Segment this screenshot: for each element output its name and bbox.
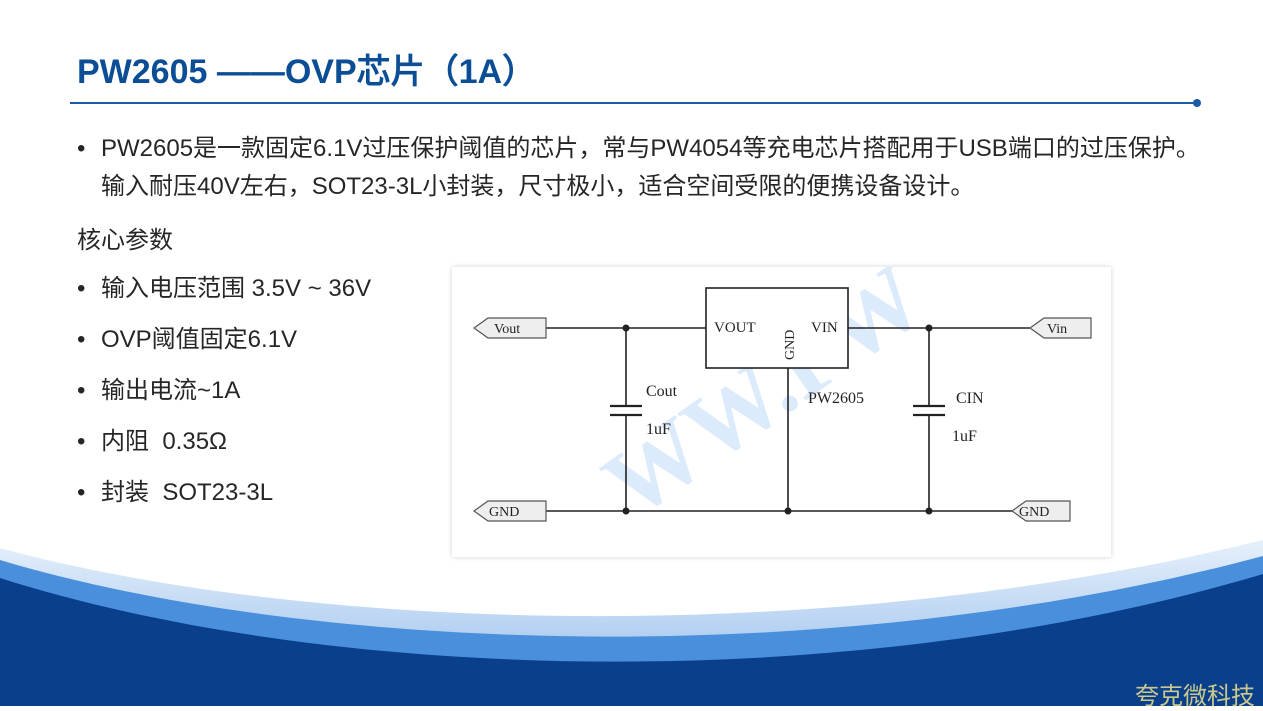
param-text: 输入电压范围 3.5V ~ 36V	[101, 275, 372, 302]
cout-value-label: 1uF	[646, 421, 671, 438]
param-list: • 输入电压范围 3.5V ~ 36V • OVP阈值固定6.1V • 输出电流~1A…	[77, 272, 371, 527]
cin-name-label: CIN	[956, 390, 984, 407]
page-title: PW2605 ——OVP芯片（1A）	[77, 53, 537, 91]
bullet-marker: •	[77, 479, 86, 506]
vout-port: Vout	[472, 317, 547, 339]
intro-text: PW2605是一款固定6.1V过压保护阈值的芯片，常与PW4054等充电芯片搭配…	[101, 135, 1200, 200]
vin-port: Vin	[1028, 317, 1092, 339]
gnd-left-label: GND	[489, 505, 519, 520]
bullet-marker: •	[77, 275, 86, 302]
param-item: • 输入电压范围 3.5V ~ 36V	[77, 272, 371, 323]
vout-port-label: Vout	[494, 322, 520, 337]
cin-value-label: 1uF	[952, 428, 977, 445]
chip-name-label: PW2605	[808, 390, 864, 407]
param-text: 输出电流~1A	[101, 377, 241, 404]
title-divider	[70, 102, 1198, 104]
gnd-port-right: GND	[1010, 500, 1071, 522]
bullet-marker: •	[77, 377, 86, 404]
param-text: OVP阈值固定6.1V	[101, 326, 298, 353]
intro-paragraph: • PW2605是一款固定6.1V过压保护阈值的芯片，常与PW4054等充电芯片…	[77, 130, 1207, 206]
param-item: • 输出电流~1A	[77, 374, 371, 425]
chip-block	[705, 287, 849, 369]
circuit-schematic: WW.PW VOUT VIN GND PW2605	[472, 243, 1092, 538]
gnd-port-left: GND	[472, 500, 547, 522]
bullet-marker: •	[77, 135, 86, 162]
capacitor-plates	[610, 404, 945, 417]
param-item: • OVP阈值固定6.1V	[77, 323, 371, 374]
bullet-marker: •	[77, 326, 86, 353]
chip-vout-label: VOUT	[714, 320, 756, 336]
section-label: 核心参数	[77, 227, 173, 254]
param-text: 封装 SOT23-3L	[101, 479, 274, 506]
brand-logo-text: 夸克微科技	[1135, 682, 1255, 710]
param-text: 内阻 0.35Ω	[101, 428, 227, 455]
chip-vin-label: VIN	[811, 320, 838, 336]
junction-dots	[622, 324, 933, 515]
title-divider-dot	[1193, 99, 1201, 107]
param-item: • 封装 SOT23-3L	[77, 476, 371, 527]
cout-name-label: Cout	[646, 383, 678, 400]
circuit-diagram: WW.PW VOUT VIN GND PW2605	[452, 243, 1111, 557]
wires	[546, 327, 1030, 512]
param-item: • 内阻 0.35Ω	[77, 425, 371, 476]
bullet-marker: •	[77, 428, 86, 455]
chip-gnd-label: GND	[783, 330, 798, 360]
gnd-right-label: GND	[1019, 505, 1049, 520]
vin-port-label: Vin	[1047, 322, 1067, 337]
